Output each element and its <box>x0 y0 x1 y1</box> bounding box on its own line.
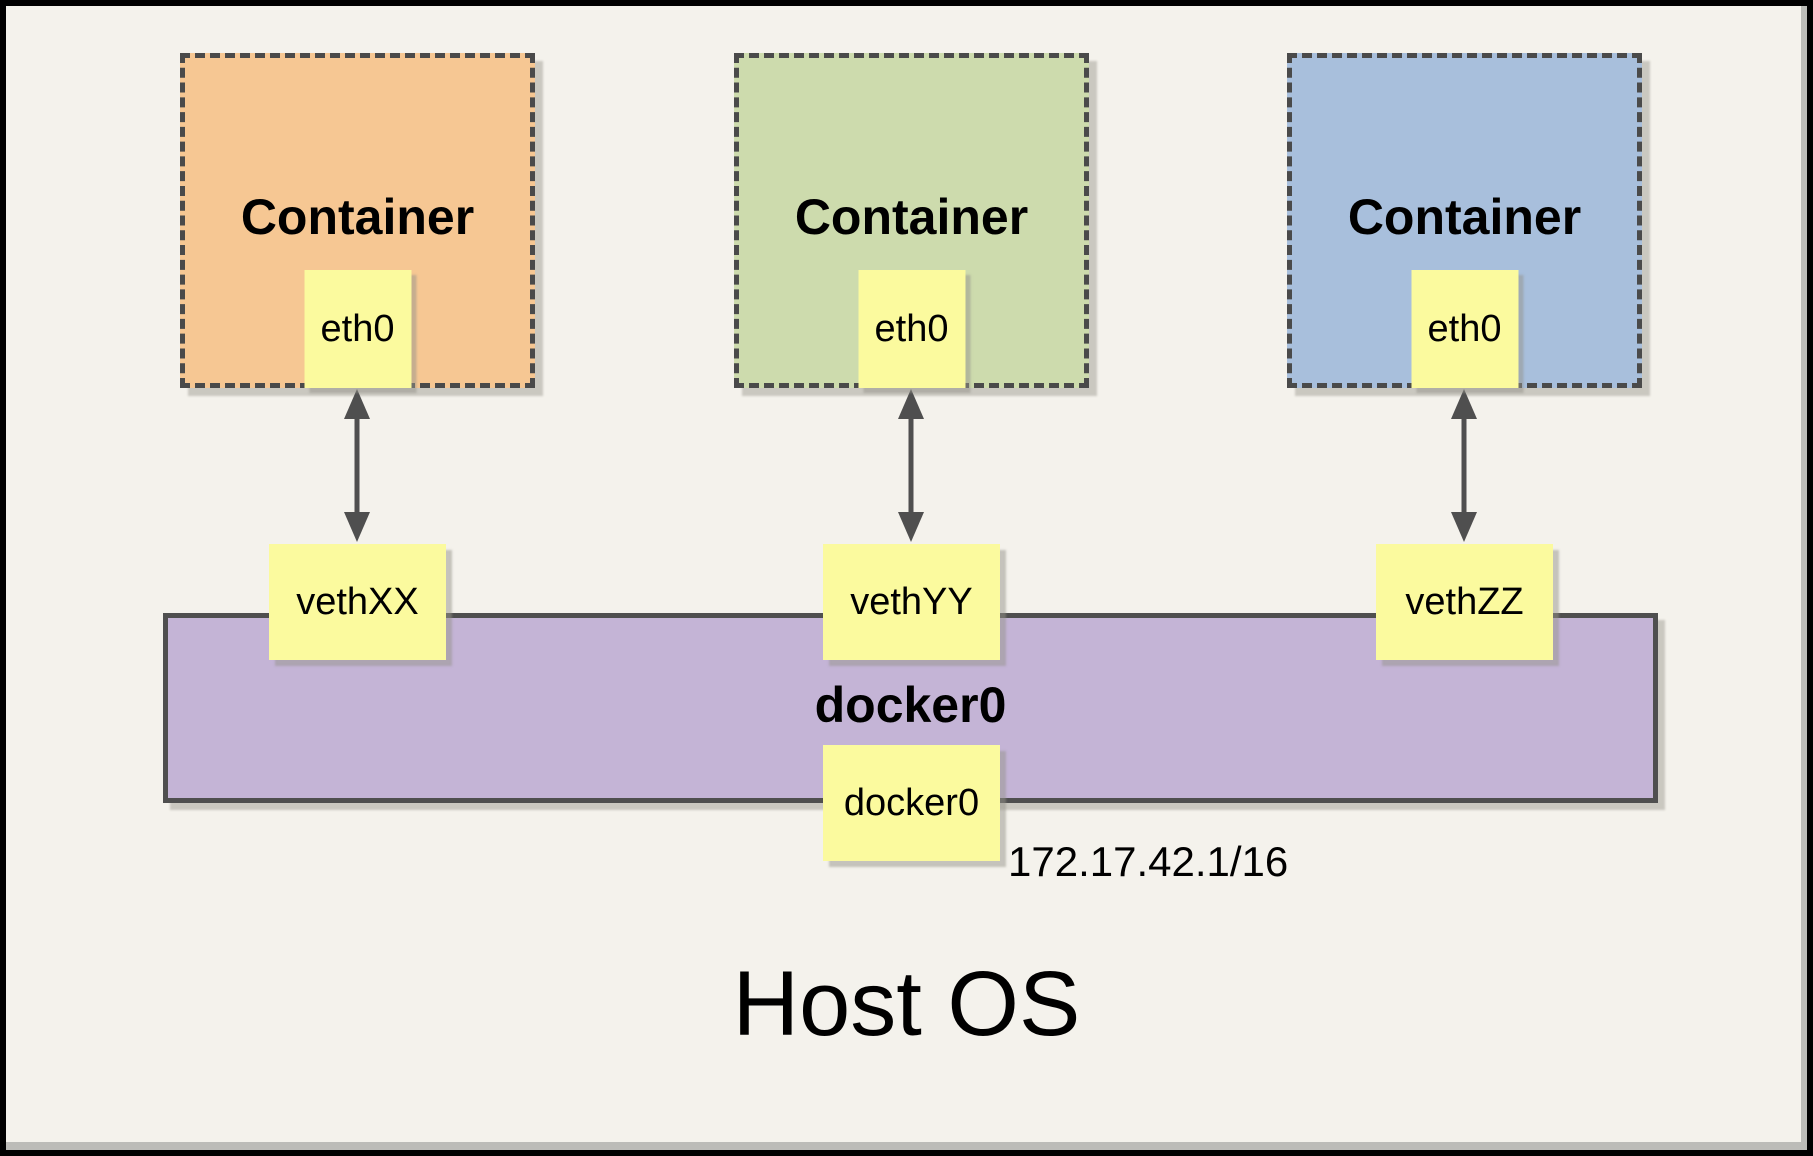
eth0-interface-box: eth0 <box>1411 270 1518 388</box>
eth0-interface-box: eth0 <box>304 270 411 388</box>
vethyy-box: vethYY <box>823 544 1000 660</box>
container-box-1: Container eth0 <box>180 53 535 388</box>
vethzz-box: vethZZ <box>1376 544 1553 660</box>
container-label: Container <box>1347 189 1582 245</box>
container-label: Container <box>794 189 1029 245</box>
docker0-interface-box: docker0 <box>823 745 1000 861</box>
eth0-interface-box: eth0 <box>858 270 965 388</box>
container-label: Container <box>240 189 475 245</box>
docker0-bridge-label: docker0 <box>814 677 1007 733</box>
container-box-2: Container eth0 <box>734 53 1089 388</box>
double-arrow-icon <box>1451 389 1477 542</box>
vethxx-box: vethXX <box>269 544 446 660</box>
double-arrow-icon <box>344 389 370 542</box>
host-os-label: Host OS <box>732 953 1081 1055</box>
bridge-ip-label: 172.17.42.1/16 <box>1008 838 1289 885</box>
container-box-3: Container eth0 <box>1287 53 1642 388</box>
double-arrow-icon <box>898 389 924 542</box>
